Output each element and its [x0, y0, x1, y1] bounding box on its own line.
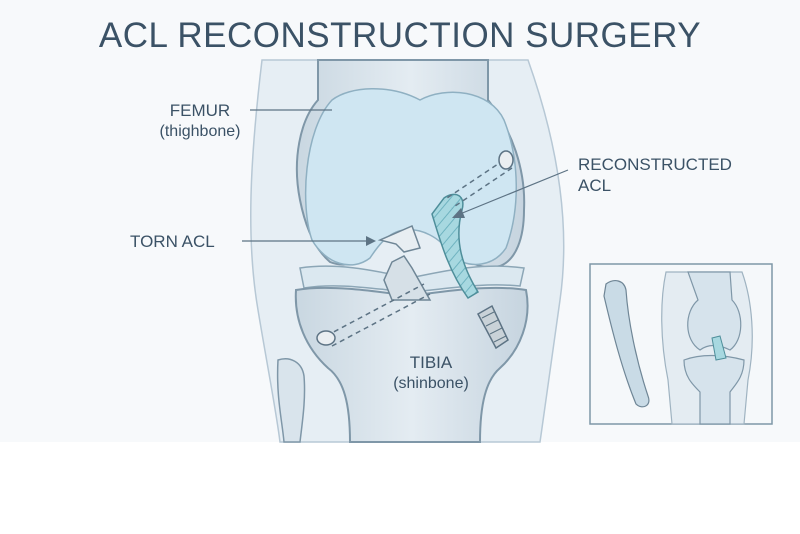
femur-label: FEMUR (thighbone) — [150, 100, 250, 142]
reconstructed-acl-label: RECONSTRUCTED ACL — [578, 154, 732, 196]
tibia-label: TIBIA (shinbone) — [376, 352, 486, 394]
tibial-button — [317, 331, 335, 345]
reconstructed-acl-line1: RECONSTRUCTED — [578, 154, 732, 175]
femur-sub: (thighbone) — [150, 121, 250, 142]
torn-acl-label: TORN ACL — [130, 231, 215, 252]
tibia-sub: (shinbone) — [376, 373, 486, 394]
tibia-name: TIBIA — [376, 352, 486, 373]
reconstructed-acl-line2: ACL — [578, 175, 732, 196]
inset-graft-view — [590, 264, 772, 424]
femur-name: FEMUR — [150, 100, 250, 121]
femoral-button — [499, 151, 513, 169]
